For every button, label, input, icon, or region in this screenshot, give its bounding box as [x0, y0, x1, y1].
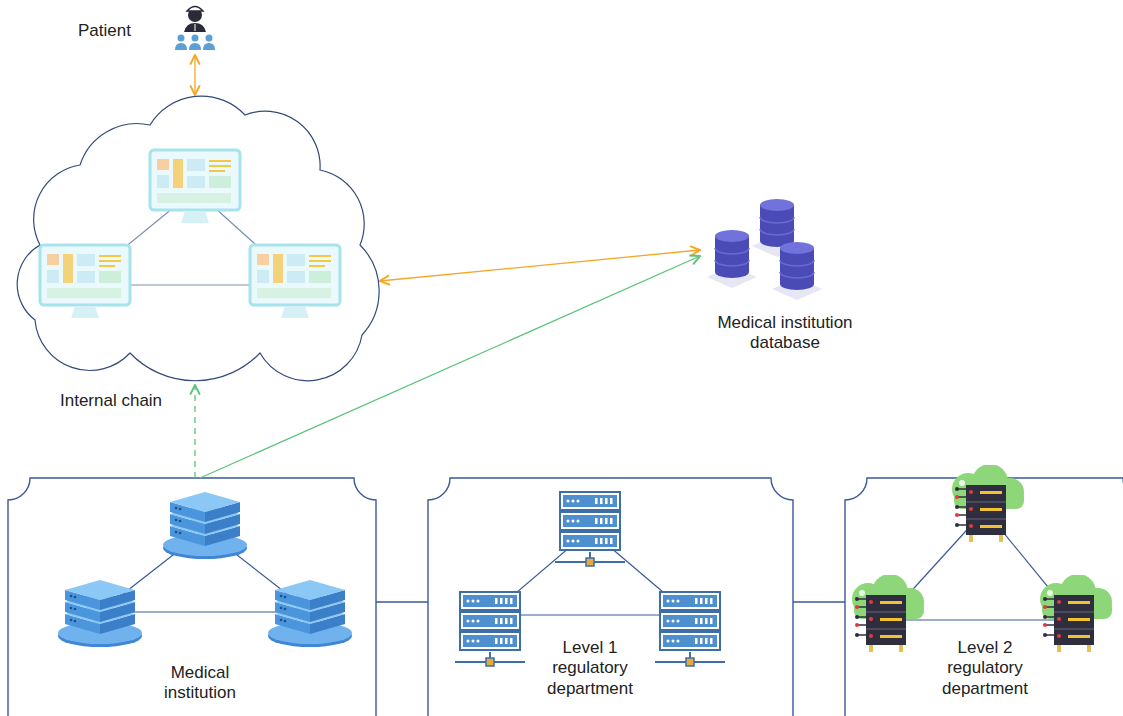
- arrow-connector: [194, 55, 195, 95]
- link-line: [793, 601, 845, 602]
- node-label: Medical institution database: [690, 313, 880, 354]
- arrow-connector: [200, 256, 700, 478]
- monitor-icon: [150, 150, 240, 223]
- server-stacks: [58, 492, 352, 647]
- node-label: Patient: [78, 21, 173, 41]
- node-label: Internal chain: [60, 391, 190, 411]
- monitor-icon: [250, 245, 340, 318]
- node-label: Level 1 regulatory department: [536, 638, 644, 699]
- database-icon: [707, 199, 822, 300]
- dashed-arrow: [194, 385, 195, 478]
- cloud-node: Internal chain: [10, 95, 380, 385]
- arrow-connector: [380, 250, 700, 281]
- link-line: [376, 601, 428, 602]
- cloud-servers: [852, 464, 1112, 652]
- monitor-icon: [40, 245, 130, 318]
- node-label: Medical institution: [145, 663, 255, 704]
- patient-icon: [175, 7, 215, 51]
- rack-servers: [455, 492, 725, 666]
- monitor-network: [40, 150, 340, 318]
- node-label: Level 2 regulatory department: [931, 638, 1039, 699]
- cloud-outline: [10, 95, 380, 385]
